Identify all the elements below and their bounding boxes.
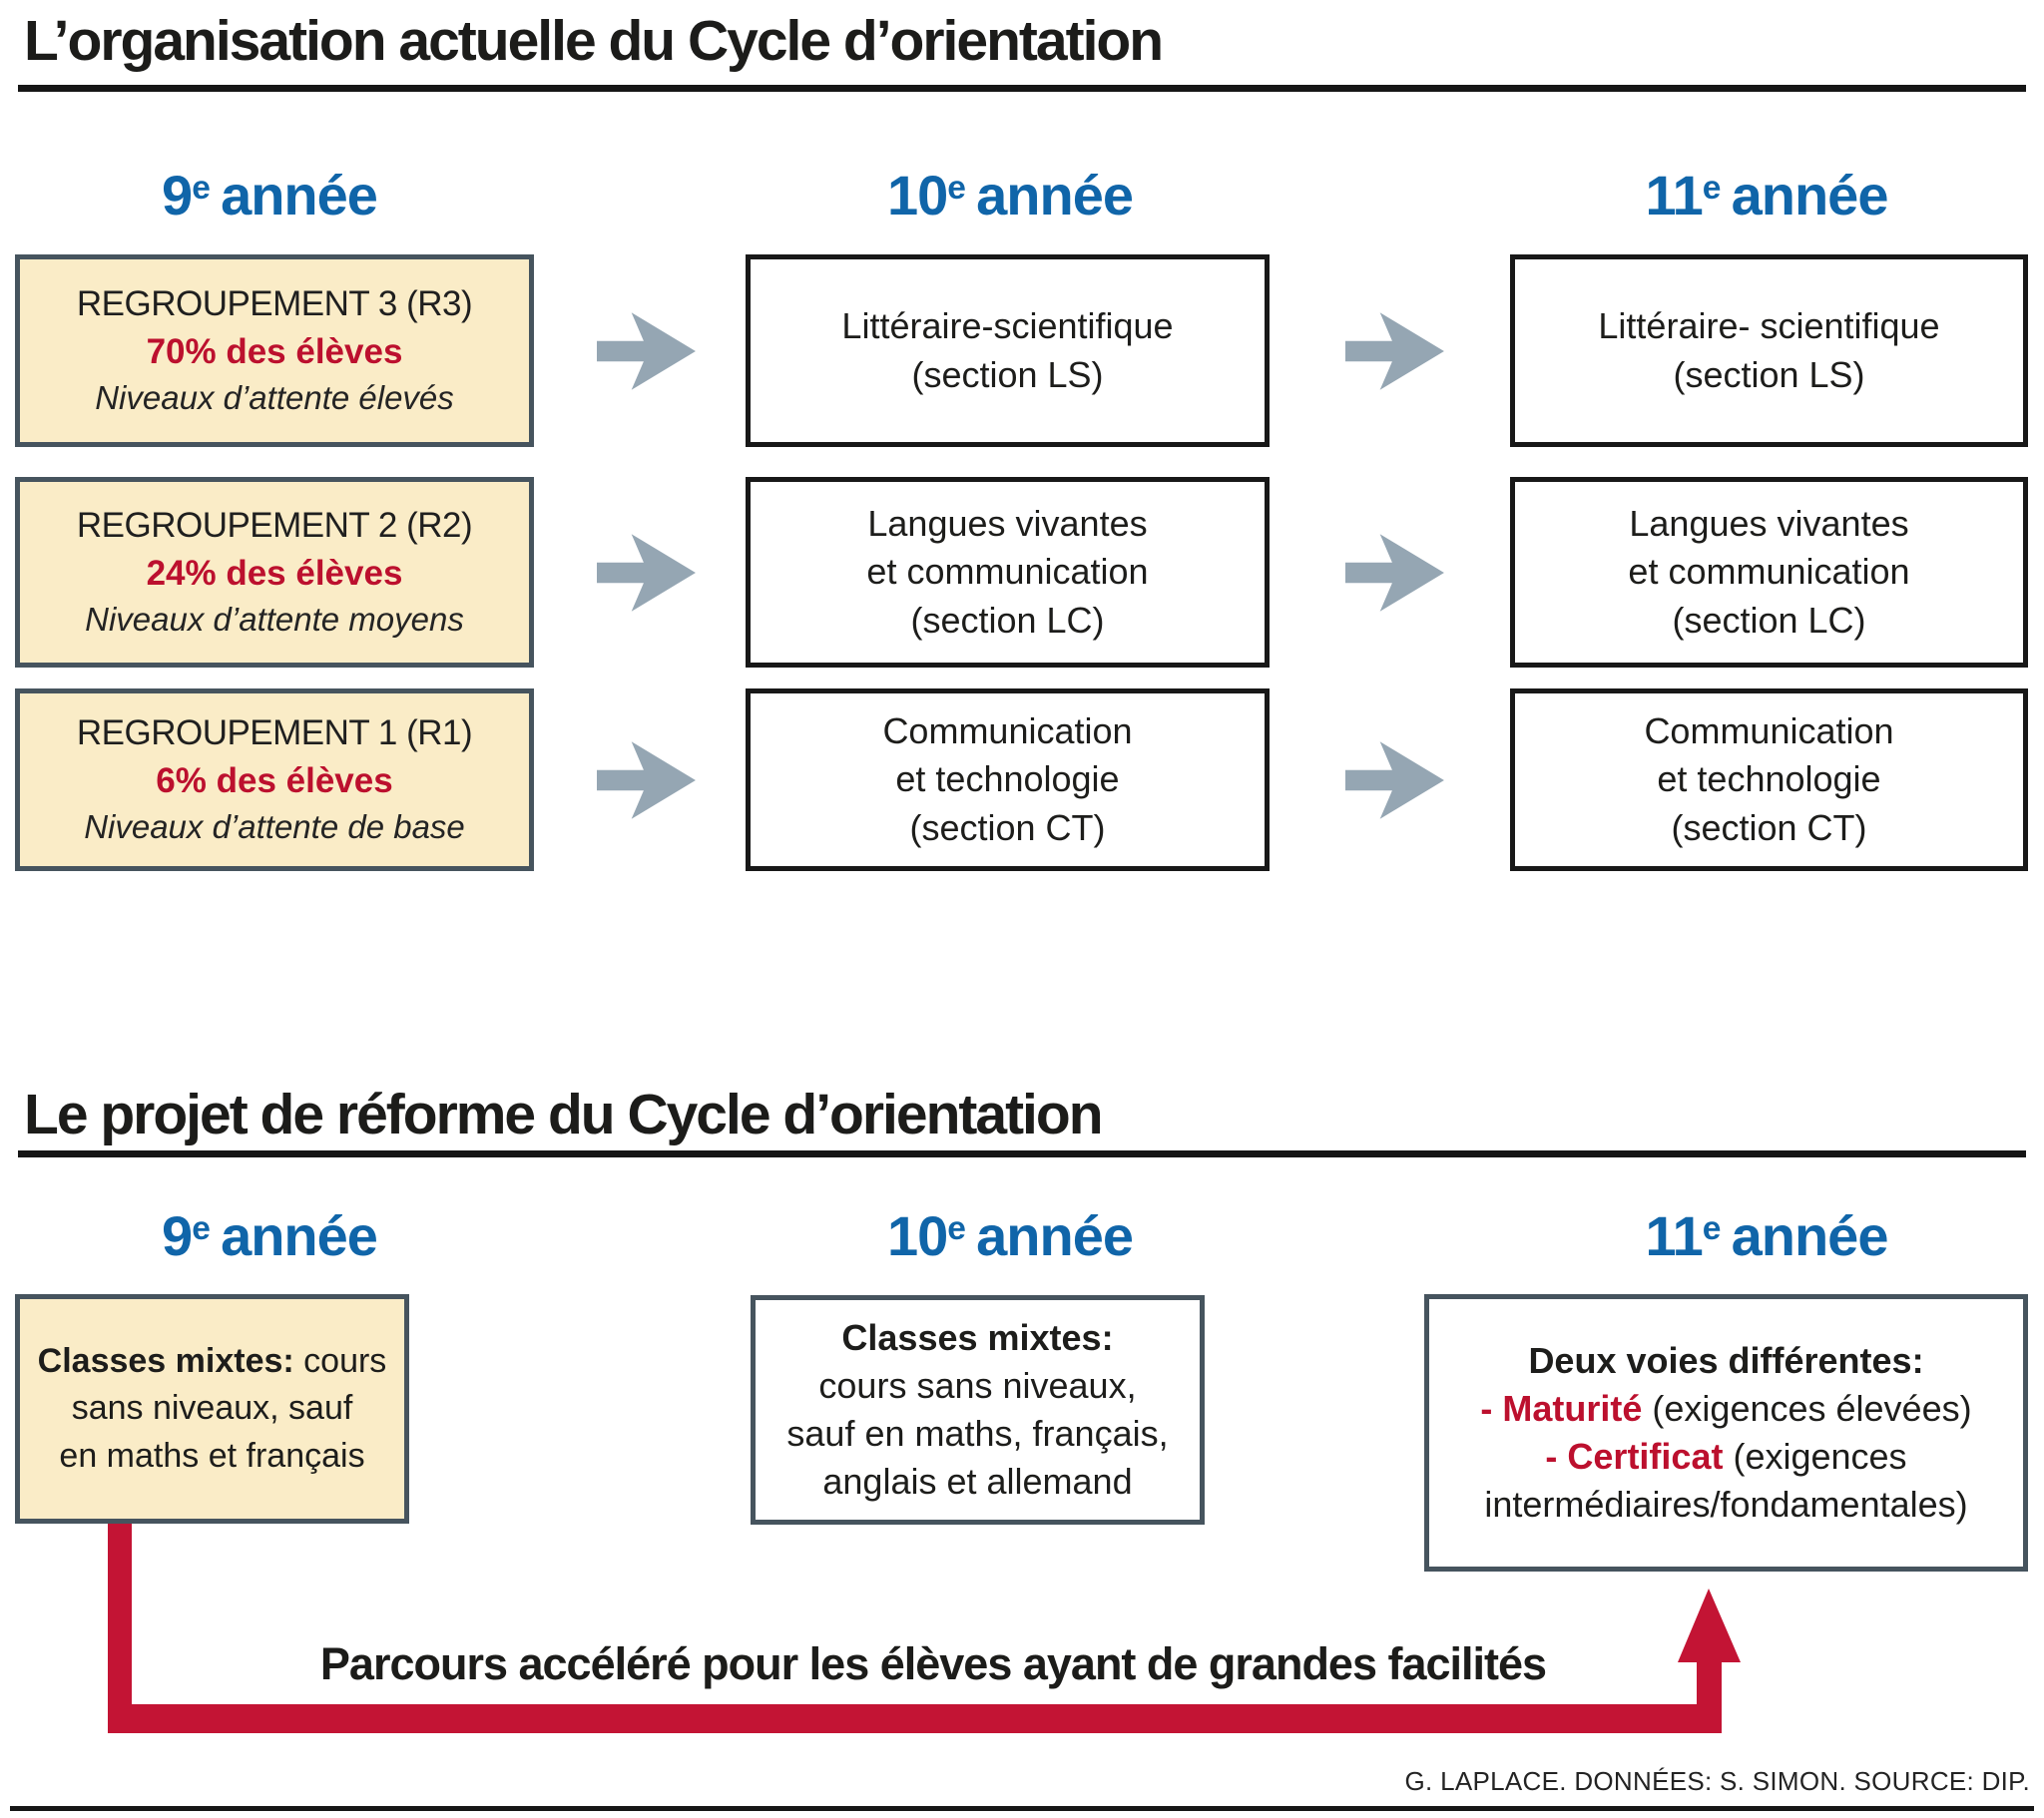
box-line: anglais et allemand	[822, 1461, 1133, 1503]
section-line: Langues vivantes	[1629, 503, 1909, 545]
section-line: et communication	[1628, 551, 1910, 593]
year-word: année	[976, 1204, 1134, 1267]
classes-mixtes-label: Classes mixtes:	[37, 1341, 294, 1380]
year-number: 10	[886, 164, 948, 227]
ordinal-sup: e	[1702, 169, 1722, 207]
voie-certificat-line: - Certificat (exigences	[1545, 1433, 1906, 1481]
row-regroupement-1: REGROUPEMENT 1 (R1) 6% des élèves Niveau…	[0, 688, 2044, 871]
box-line: sans niveaux, sauf	[71, 1389, 353, 1428]
regroupement-level: Niveaux d’attente moyens	[85, 600, 464, 638]
box-line: cours sans niveaux,	[818, 1364, 1137, 1406]
section2-title: Le projet de réforme du Cycle d’orientat…	[24, 1083, 1104, 1146]
box-regroupement-2: REGROUPEMENT 2 (R2) 24% des élèves Nivea…	[15, 477, 534, 668]
ordinal-sup: e	[947, 1209, 966, 1247]
regroupement-percentage: 24% des élèves	[146, 554, 403, 594]
box-line: en maths et français	[59, 1436, 365, 1475]
box-section-lc-11e: Langues vivantes et communication (secti…	[1510, 477, 2028, 668]
section-line: Littéraire-scientifique	[841, 305, 1174, 347]
voie-certificat: - Certificat	[1545, 1436, 1724, 1477]
box-deux-voies-11e: Deux voies différentes: - Maturité (exig…	[1424, 1294, 2028, 1572]
flow-arrow-icon	[1345, 740, 1444, 819]
section-line: (section CT)	[1671, 806, 1867, 848]
section-line: Littéraire- scientifique	[1598, 305, 1940, 347]
box-section-ls-10e: Littéraire-scientifique (section LS)	[746, 254, 1270, 447]
ordinal-sup: e	[947, 169, 966, 207]
box-regroupement-1: REGROUPEMENT 1 (R1) 6% des élèves Niveau…	[15, 688, 534, 871]
box-regroupement-3: REGROUPEMENT 3 (R3) 70% des élèves Nivea…	[15, 254, 534, 447]
ordinal-sup: e	[192, 169, 211, 207]
voie-certificat-detail: (exigences	[1723, 1436, 1907, 1477]
section-line: et communication	[866, 551, 1149, 593]
year-word: année	[976, 164, 1134, 227]
flow-arrow-icon	[597, 740, 696, 819]
voie-maturite-detail: (exigences élevées)	[1642, 1387, 1972, 1429]
year-number: 9	[162, 164, 193, 227]
section-line: (section LS)	[1673, 353, 1865, 395]
year-number: 10	[886, 1204, 948, 1267]
classes-mixtes-rest: cours	[293, 1341, 387, 1380]
ordinal-sup: e	[1702, 1209, 1722, 1247]
deux-voies-label: Deux voies différentes:	[1528, 1339, 1924, 1381]
box-section-lc-10e: Langues vivantes et communication (secti…	[746, 477, 1270, 668]
accelerated-path-label: Parcours accéléré pour les élèves ayant …	[319, 1638, 1547, 1689]
year-word: année	[1731, 164, 1889, 227]
credit-line: G. LAPLACE. DONNÉES: S. SIMON. SOURCE: D…	[1404, 1766, 2030, 1796]
year-number: 11	[1645, 1204, 1704, 1267]
section-line: (section LC)	[910, 599, 1105, 641]
section-line: Langues vivantes	[867, 503, 1148, 545]
year-number: 9	[162, 1204, 193, 1267]
voie-maturite: - Maturité	[1480, 1387, 1643, 1429]
flow-arrow-icon	[597, 311, 696, 390]
section-line: Communication	[1644, 710, 1894, 752]
year-word: année	[221, 164, 378, 227]
box-section-ct-10e: Communication et technologie (section CT…	[746, 688, 1270, 871]
flow-arrow-icon	[1345, 533, 1444, 612]
section-line: (section CT)	[909, 806, 1106, 848]
flow-arrow-icon	[597, 533, 696, 612]
box-classes-mixtes-9e: Classes mixtes: cours sans niveaux, sauf…	[15, 1294, 409, 1524]
classes-mixtes-label: Classes mixtes:	[841, 1316, 1114, 1358]
section1-title: L’organisation actuelle du Cycle d’orien…	[24, 9, 1164, 73]
regroupement-percentage: 70% des élèves	[146, 332, 403, 372]
section-line: (section LS)	[911, 353, 1104, 395]
year-word: année	[1731, 1204, 1889, 1267]
section-line: et technologie	[895, 758, 1120, 800]
flow-arrow-icon	[1345, 311, 1444, 390]
regroupement-percentage: 6% des élèves	[156, 761, 393, 801]
voie-maturite-line: - Maturité (exigences élevées)	[1480, 1385, 1971, 1433]
box-section-ct-11e: Communication et technologie (section CT…	[1510, 688, 2028, 871]
box-section-ls-11e: Littéraire- scientifique (section LS)	[1510, 254, 2028, 447]
ordinal-sup: e	[192, 1209, 211, 1247]
regroupement-name: REGROUPEMENT 2 (R2)	[76, 506, 473, 546]
row-regroupement-2: REGROUPEMENT 2 (R2) 24% des élèves Nivea…	[0, 477, 2044, 668]
section1-title-rule	[18, 85, 2026, 92]
section-line: et technologie	[1657, 758, 1881, 800]
voie-certificat-wrap: intermédiaires/fondamentales)	[1484, 1484, 1968, 1526]
year-word: année	[221, 1204, 378, 1267]
regroupement-name: REGROUPEMENT 3 (R3)	[76, 284, 473, 324]
section2-title-rule	[18, 1150, 2026, 1157]
regroupement-level: Niveaux d’attente de base	[84, 807, 465, 845]
regroupement-level: Niveaux d’attente élevés	[95, 378, 454, 416]
box-classes-mixtes-10e: Classes mixtes: cours sans niveaux, sauf…	[751, 1295, 1205, 1525]
regroupement-name: REGROUPEMENT 1 (R1)	[76, 713, 473, 753]
bottom-rule	[10, 1806, 2034, 1811]
section-line: (section LC)	[1672, 599, 1866, 641]
box-line: sauf en maths, français,	[786, 1413, 1169, 1454]
year-number: 11	[1645, 164, 1704, 227]
row-regroupement-3: REGROUPEMENT 3 (R3) 70% des élèves Nivea…	[0, 254, 2044, 447]
section-line: Communication	[882, 710, 1133, 752]
box-line: Classes mixtes: cours	[38, 1338, 387, 1386]
